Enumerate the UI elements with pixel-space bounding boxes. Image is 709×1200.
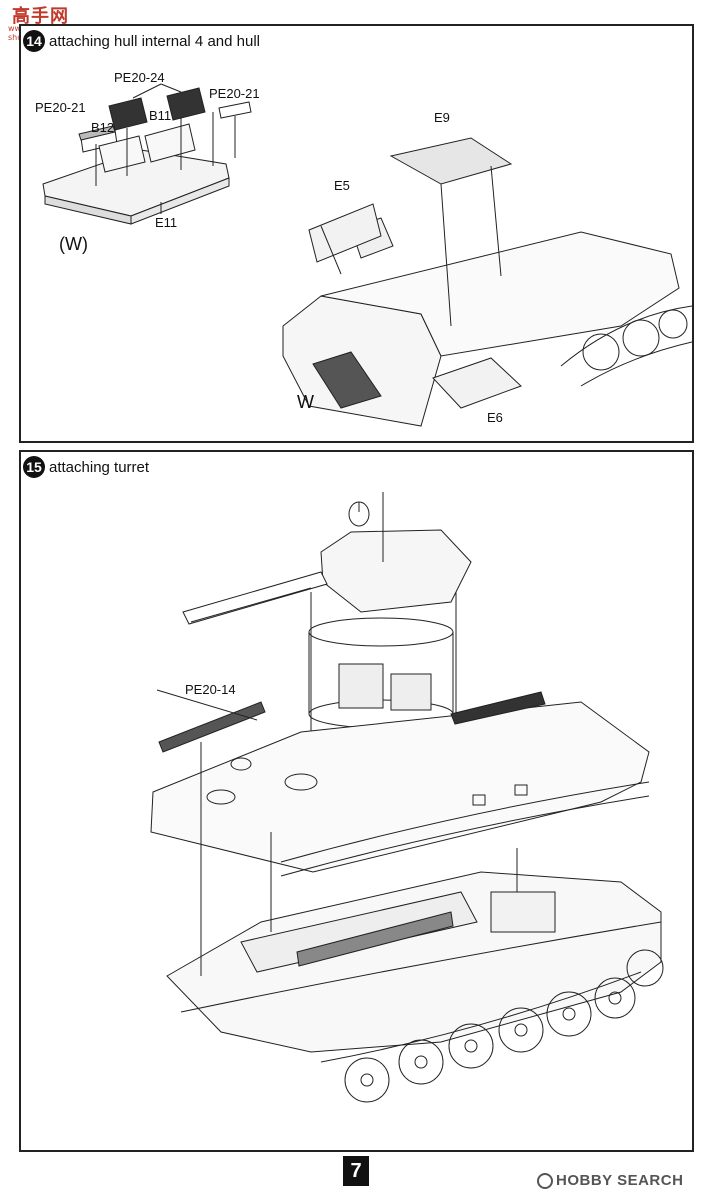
hobby-search-text: HOBBY SEARCH <box>556 1172 684 1189</box>
hobby-search-logo: HOBBY SEARCH <box>537 1172 683 1189</box>
step-15-header: 15 attaching turret <box>23 456 149 478</box>
step-14-number: 14 <box>23 30 45 52</box>
label-b11: B11 <box>149 108 172 123</box>
label-pe20-24: PE20-24 <box>114 70 165 85</box>
step-15-title: attaching turret <box>49 458 150 476</box>
label-w-subassembly: (W) <box>59 234 88 254</box>
label-e6: E6 <box>487 410 503 425</box>
label-w: W <box>297 392 314 412</box>
label-pe20-21-right: PE20-21 <box>209 86 260 101</box>
step-15-illustration <box>150 492 664 1103</box>
step-14-panel: 14 attaching hull internal 4 and hull <box>19 24 694 443</box>
label-e9: E9 <box>434 110 450 125</box>
step-15-panel: 15 attaching turret <box>19 450 694 1152</box>
step-14-header: 14 attaching hull internal 4 and hull <box>23 30 260 52</box>
step-15-number: 15 <box>23 456 45 478</box>
logo-mark-icon <box>537 1172 553 1189</box>
label-e11: E11 <box>155 215 178 230</box>
page-number: 7 <box>343 1156 369 1186</box>
step-14-title: attaching hull internal 4 and hull <box>49 32 260 50</box>
label-pe20-14: PE20-14 <box>185 682 236 697</box>
label-e5: E5 <box>334 178 350 193</box>
label-pe20-21-left: PE20-21 <box>35 100 86 115</box>
label-b12: B12 <box>91 120 115 135</box>
step-14-illustration <box>42 83 692 427</box>
watermark-title: 高手网 <box>12 6 69 27</box>
